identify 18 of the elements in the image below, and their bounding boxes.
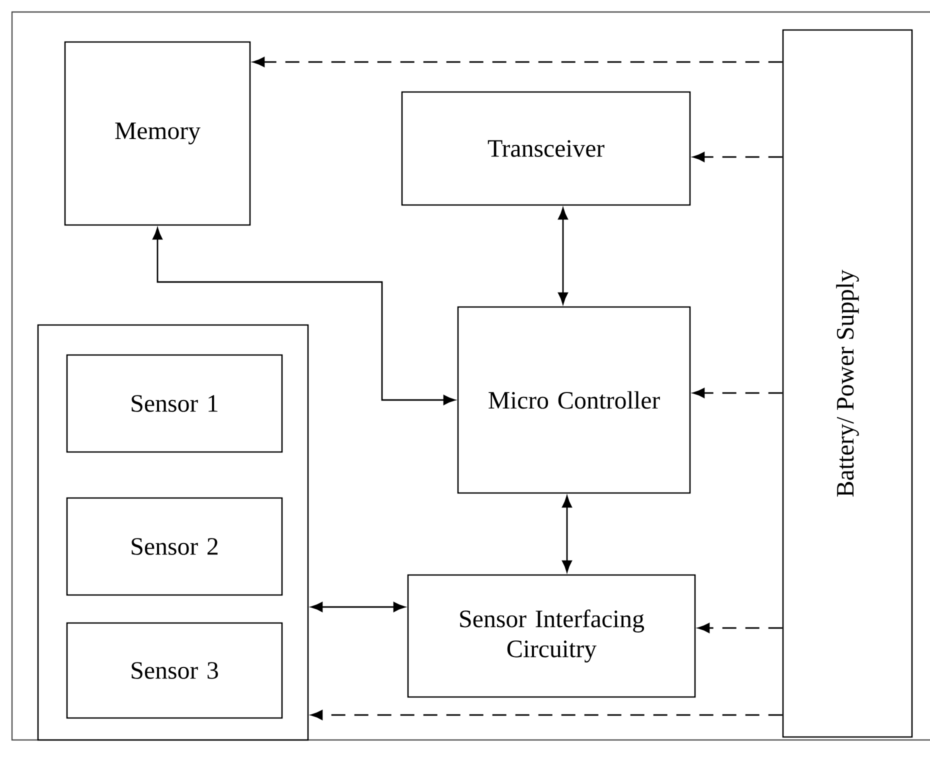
block-box: Sensor 3 [66, 622, 283, 719]
arrow [152, 228, 456, 405]
block-box: Battery/ Power Supply [782, 29, 913, 738]
arrow [692, 152, 782, 162]
arrow [698, 623, 782, 633]
arrow [558, 208, 568, 304]
block-box: Transceiver [401, 91, 691, 206]
arrow [310, 602, 406, 612]
block-box: Micro Controller [457, 306, 691, 494]
block-box: Sensor 2 [66, 497, 283, 596]
group-box [37, 324, 309, 741]
arrow [562, 496, 572, 572]
arrow [310, 710, 782, 720]
block-box: Memory [64, 41, 251, 226]
block-box: Sensor Interfacing Circuitry [407, 574, 696, 698]
arrow [252, 57, 782, 67]
block-box: Sensor 1 [66, 354, 283, 453]
arrow [692, 388, 782, 398]
